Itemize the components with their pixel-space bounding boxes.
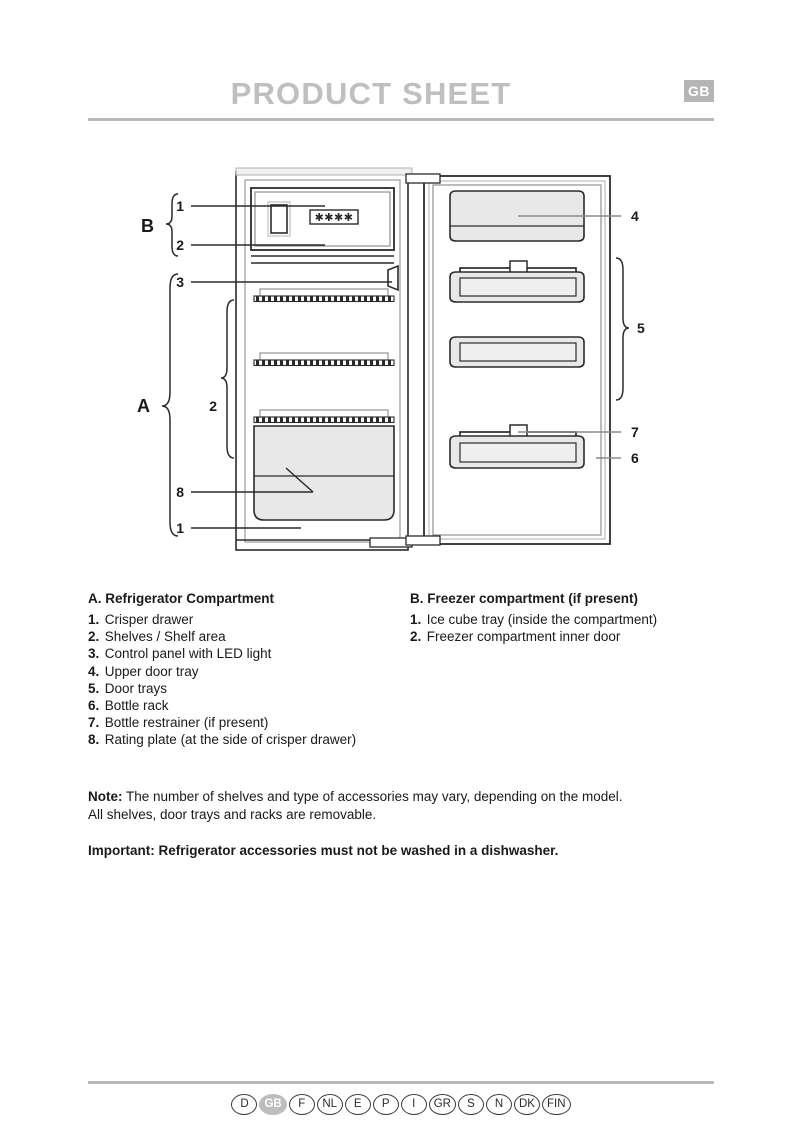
- svg-text:✱✱✱✱: ✱✱✱✱: [315, 211, 354, 224]
- legend-item-number: 6.: [88, 698, 100, 714]
- legend-item: 8. Rating plate (at the side of crisper …: [88, 731, 408, 748]
- group-label-freezer: B: [141, 216, 154, 236]
- legend-item-number: 3.: [88, 646, 100, 662]
- lang-badge-n[interactable]: N: [485, 1093, 512, 1115]
- legend-item-number: 8.: [88, 732, 100, 748]
- legend-item: 1. Crisper drawer: [88, 611, 408, 628]
- legend-item-label: Door trays: [104, 680, 168, 696]
- callout-upper-door-tray: 4: [631, 208, 639, 224]
- legend-item-label: Bottle rack: [104, 698, 169, 714]
- legend-item-label: Upper door tray: [104, 663, 199, 679]
- legend-item: 5. Door trays: [88, 680, 408, 697]
- lang-badge-e[interactable]: E: [344, 1093, 371, 1115]
- legend-item-number: 2.: [410, 629, 422, 645]
- legend-item: 2. Shelves / Shelf area: [88, 628, 408, 645]
- legend-column-freezer: B. Freezer compartment (if present) 1. I…: [410, 590, 714, 645]
- note-label: Note:: [88, 789, 123, 804]
- legend-column-refrigerator: A. Refrigerator Compartment 1. Crisper d…: [88, 590, 408, 749]
- legend-item: 1. Ice cube tray (inside the compartment…: [410, 611, 714, 628]
- lang-badge-d[interactable]: D: [231, 1093, 258, 1115]
- lang-badge-i[interactable]: I: [400, 1093, 427, 1115]
- page-header: PRODUCT SHEET GB: [88, 74, 714, 122]
- legend-item-label: Rating plate (at the side of crisper dra…: [104, 732, 357, 748]
- important-notice: Important: Refrigerator accessories must…: [88, 843, 559, 858]
- legend-item-number: 4.: [88, 663, 100, 679]
- country-badge-gb: GB: [684, 80, 714, 102]
- lang-badge-gb[interactable]: GB: [259, 1093, 287, 1115]
- lang-badge-gr[interactable]: GR: [428, 1093, 456, 1115]
- legend-item-label: Bottle restrainer (if present): [104, 715, 269, 731]
- callout-control-panel: 3: [176, 274, 184, 290]
- note-line-2: All shelves, door trays and racks are re…: [88, 806, 377, 822]
- legend-item: 3. Control panel with LED light: [88, 645, 408, 662]
- header-divider: [88, 118, 714, 121]
- group-label-refrigerator: A: [137, 396, 150, 416]
- legend-item-number: 1.: [410, 612, 422, 627]
- legend-item: 6. Bottle rack: [88, 697, 408, 714]
- callout-crisper-drawer: 1: [176, 520, 184, 536]
- lang-badge-p[interactable]: P: [372, 1093, 399, 1115]
- callout-bottle-rack: 6: [631, 450, 639, 466]
- callout-freezer-inner-door: 2: [176, 237, 184, 253]
- legend-item: 2. Freezer compartment inner door: [410, 628, 714, 645]
- legend-item-label: Control panel with LED light: [104, 646, 272, 662]
- callout-freezer-ice-tray: 1: [176, 198, 184, 214]
- note-line-1: Note: The number of shelves and type of …: [88, 788, 714, 806]
- callout-shelves: 2: [209, 398, 217, 414]
- legend-item-label: Ice cube tray (inside the compartment): [426, 612, 658, 627]
- lang-badge-s[interactable]: S: [457, 1093, 484, 1115]
- legend-item: 7. Bottle restrainer (if present): [88, 714, 408, 731]
- lang-badge-dk[interactable]: DK: [513, 1093, 540, 1115]
- callout-door-trays: 5: [637, 320, 645, 336]
- legend-item-number: 7.: [88, 715, 100, 731]
- legend-item-number: 1.: [88, 612, 100, 627]
- language-selector: D GB F NL E P I GR S N DK FIN: [88, 1091, 714, 1117]
- note-text-1: The number of shelves and type of access…: [122, 789, 623, 804]
- legend-heading-refrigerator: A. Refrigerator Compartment: [88, 591, 275, 606]
- legend-item-number: 5.: [88, 680, 100, 696]
- notes-block: Note: The number of shelves and type of …: [88, 788, 714, 860]
- legend-item-label: Shelves / Shelf area: [104, 629, 226, 645]
- lang-badge-fin[interactable]: FIN: [541, 1093, 571, 1115]
- legend-item-label: Crisper drawer: [104, 612, 194, 627]
- legend-item: 4. Upper door tray: [88, 663, 408, 680]
- legend-heading-freezer: B. Freezer compartment (if present): [410, 591, 639, 606]
- callout-bottle-restrainer: 7: [631, 424, 639, 440]
- callout-rating-plate: 8: [176, 484, 184, 500]
- legend-item-label: Freezer compartment inner door: [426, 629, 621, 645]
- page-title: PRODUCT SHEET: [230, 76, 512, 111]
- lang-badge-f[interactable]: F: [288, 1093, 315, 1115]
- footer-divider: [88, 1081, 714, 1084]
- lang-badge-nl[interactable]: NL: [316, 1093, 343, 1115]
- legend-item-number: 2.: [88, 629, 100, 645]
- appliance-diagram: ✱✱✱✱: [88, 160, 714, 570]
